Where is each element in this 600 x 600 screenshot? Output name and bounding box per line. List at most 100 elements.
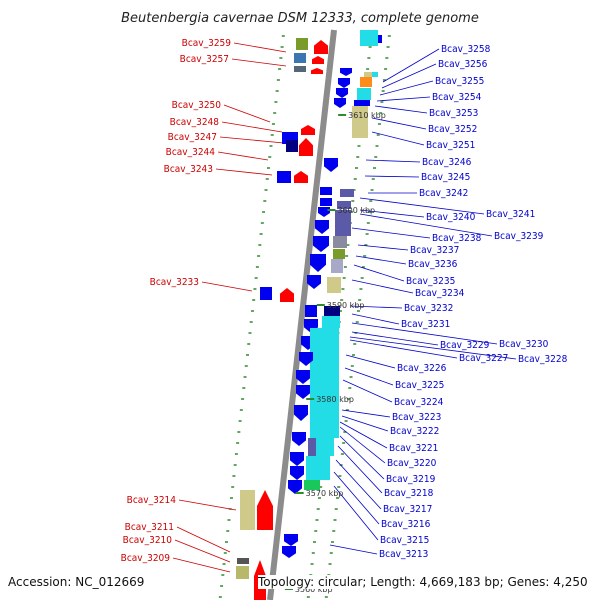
gene-block <box>360 77 372 87</box>
gene-label-right: Bcav_3225 <box>395 380 444 391</box>
leader-line <box>221 121 283 133</box>
gene-label-left: Bcav_3250 <box>172 100 222 111</box>
gene-label-left: Bcav_3214 <box>127 495 177 506</box>
gene-arrow <box>314 40 328 54</box>
gene-label-right: Bcav_3251 <box>426 140 475 151</box>
gene-label-right: Bcav_3215 <box>380 535 429 546</box>
leader-line <box>351 331 439 346</box>
leader-line <box>376 96 431 102</box>
gene-label-left: Bcav_3244 <box>166 147 216 158</box>
leader-line <box>215 168 273 176</box>
gene-label-right: Bcav_3220 <box>387 458 437 469</box>
leader-line <box>355 255 407 265</box>
gene-label-left: Bcav_3233 <box>150 277 199 288</box>
gene-label-right: Bcav_3242 <box>419 188 468 199</box>
leader-line <box>351 322 498 345</box>
gene-label-right: Bcav_3232 <box>404 303 453 314</box>
gene-arrow <box>334 98 346 108</box>
gene-label-right: Bcav_3237 <box>410 245 459 256</box>
gene-arrow <box>299 352 313 366</box>
gene-label-left: Bcav_3243 <box>164 164 213 175</box>
leader-line <box>351 313 400 325</box>
gene-arrow <box>290 466 304 480</box>
gene-block <box>310 328 339 438</box>
gene-label-left: Bcav_3248 <box>170 117 220 128</box>
gene-arrow <box>338 78 350 88</box>
gene-label-right: Bcav_3239 <box>494 231 544 242</box>
gene-block <box>360 30 378 46</box>
gene-arrow <box>324 158 338 172</box>
leader-line <box>333 485 379 541</box>
gene-block <box>354 100 370 106</box>
gene-block <box>337 201 351 209</box>
gene-label-right: Bcav_3219 <box>386 474 436 485</box>
gene-block <box>277 171 291 183</box>
leader-line <box>333 471 380 525</box>
gene-arrow <box>257 490 273 530</box>
leader-line <box>379 80 434 96</box>
leader-line <box>374 105 428 114</box>
gene-label-right: Bcav_3217 <box>383 504 432 515</box>
gene-block <box>322 316 340 328</box>
gene-block <box>335 210 351 236</box>
gene-block <box>308 438 316 456</box>
leader-line <box>349 305 403 309</box>
leader-line <box>351 279 414 294</box>
leader-line <box>219 136 285 144</box>
gene-arrow <box>294 405 308 421</box>
gene-labels: Bcav_3259Bcav_3257Bcav_3250Bcav_3248Bcav… <box>121 38 568 564</box>
leader-line <box>329 544 378 555</box>
gene-arrow <box>296 370 310 384</box>
gene-block <box>357 88 371 100</box>
gene-label-right: Bcav_3230 <box>499 339 549 350</box>
leader-line <box>341 415 389 432</box>
leader-line <box>381 63 437 89</box>
leader-line <box>357 244 409 251</box>
gene-block <box>296 38 308 50</box>
leader-line <box>339 421 388 449</box>
leader-line <box>359 213 493 237</box>
gene-block <box>294 66 306 72</box>
gene-block <box>240 490 255 530</box>
gene-label-right: Bcav_3218 <box>384 488 434 499</box>
gene-label-right: Bcav_3256 <box>438 59 488 70</box>
leader-line <box>339 426 386 464</box>
gene-arrow <box>336 88 348 98</box>
leader-line <box>201 281 253 292</box>
kbp-label: 3600 kbp <box>337 206 375 215</box>
leader-line <box>172 557 231 573</box>
gene-block <box>364 72 372 78</box>
leader-line <box>382 48 440 83</box>
genome-backbone <box>267 29 337 600</box>
leader-line <box>231 58 287 67</box>
map-title: Beutenbergia cavernae DSM 12333, complet… <box>121 11 479 26</box>
gene-block <box>333 236 347 248</box>
leader-line <box>371 131 425 146</box>
leader-line <box>174 539 231 563</box>
leader-line <box>176 526 231 553</box>
leader-line <box>342 379 393 403</box>
gene-block <box>294 53 306 63</box>
gene-block <box>333 249 345 259</box>
gene-arrow <box>299 138 313 156</box>
gene-label-right: Bcav_3224 <box>394 397 444 408</box>
leader-line <box>371 117 427 130</box>
gene-block <box>331 259 343 273</box>
gene-arrow <box>301 125 315 135</box>
gene-block <box>378 35 382 43</box>
gene-arrow <box>307 275 321 289</box>
gene-label-right: Bcav_3234 <box>415 288 465 299</box>
leader-line <box>217 151 269 161</box>
accession-text: Accession: NC_012669 <box>8 575 145 589</box>
gene-label-right: Bcav_3241 <box>486 209 535 220</box>
leader-line <box>359 197 485 215</box>
gene-label-right: Bcav_3231 <box>401 319 450 330</box>
gene-label-left: Bcav_3211 <box>125 522 174 533</box>
gene-label-right: Bcav_3238 <box>432 233 482 244</box>
leader-line <box>351 227 431 239</box>
gene-block <box>340 189 354 197</box>
gene-arrow <box>294 171 308 183</box>
gene-label-right: Bcav_3255 <box>435 76 484 87</box>
kbp-label: 3580 kbp <box>316 395 354 404</box>
